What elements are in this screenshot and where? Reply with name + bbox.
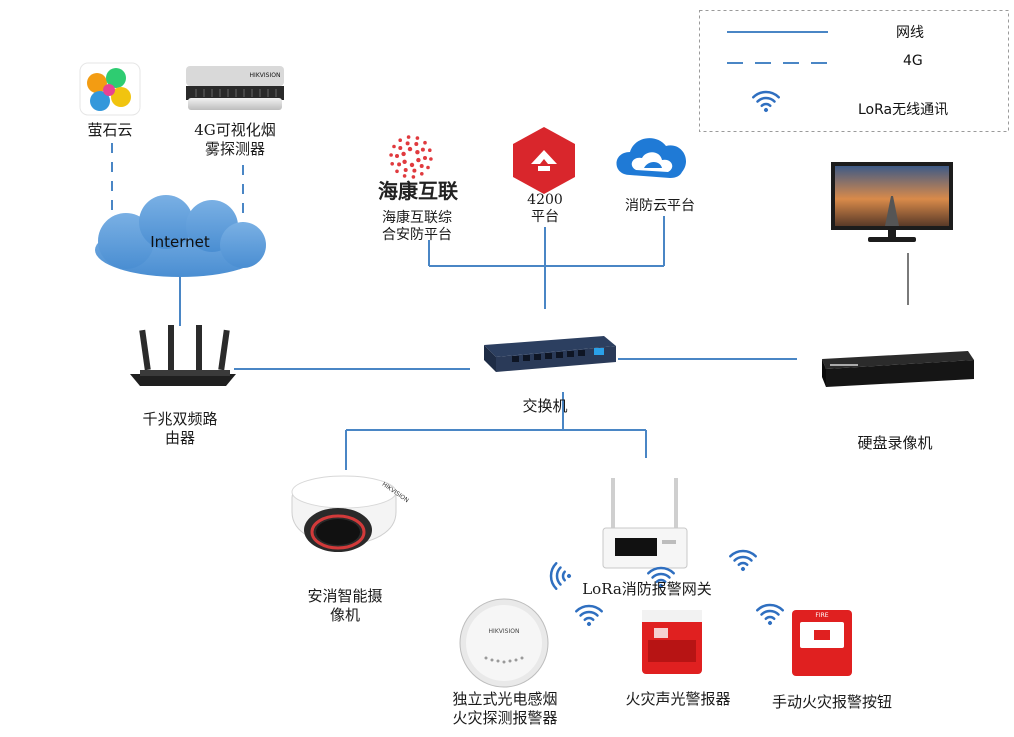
platform-4200-label-line1: 4200	[527, 192, 563, 208]
gateway-label: LoRa消防报警网关	[582, 580, 712, 598]
logo-dot	[419, 164, 424, 168]
sounder-label: 火灾声光警报器	[625, 690, 731, 708]
nvr-icon	[822, 351, 974, 387]
nvr-label: 硬盘录像机	[857, 434, 933, 452]
logo-dot	[415, 136, 420, 140]
hik-platform-label-line1: 海康互联综	[382, 210, 452, 226]
smoke-detector-label-line2: 火灾探测报警器	[452, 709, 558, 727]
smoke-detector-icon	[459, 598, 549, 688]
logo-dot	[426, 165, 430, 170]
logo-dot	[420, 147, 425, 152]
logo-dot	[395, 169, 399, 174]
camera-label-line2: 像机	[329, 606, 360, 624]
logo-dot	[405, 141, 410, 146]
platform-4200-label-line2: 平台	[531, 209, 559, 225]
logo-dot	[414, 142, 419, 146]
logo-dot	[423, 156, 427, 160]
legend-box	[699, 10, 1009, 132]
lora-wave-icon	[575, 604, 603, 626]
camera-label-line1: 安消智能摄	[307, 587, 383, 605]
logo-dot	[423, 140, 427, 145]
logo-dot	[389, 153, 393, 157]
smoke-4g-device-icon	[186, 66, 284, 110]
logo-dot	[409, 162, 415, 168]
smoke-4g-label-line2: 雾探测器	[204, 140, 265, 158]
legend-wired-label: 网线	[896, 25, 924, 41]
hik-platform-label-line2: 合安防平台	[382, 227, 452, 243]
lora-wave-icon	[756, 603, 784, 625]
logo-dot	[415, 150, 420, 155]
fire-cloud-logo-icon	[616, 138, 687, 178]
smoke-4g-label-line1: 4G可视化烟	[194, 121, 276, 139]
router-icon	[130, 325, 236, 386]
legend-lora-icon	[752, 90, 780, 112]
logo-dot	[398, 146, 403, 150]
hik-connect-logo-icon	[389, 135, 433, 179]
logo-dot	[390, 162, 395, 166]
logo-dot	[407, 146, 413, 152]
router-label-line2: 由器	[164, 429, 195, 447]
sounder-strobe-icon	[642, 610, 702, 674]
logo-dot	[392, 144, 396, 149]
call-point-label: 手动火灾报警按钮	[771, 693, 892, 711]
ezviz-icon	[79, 62, 141, 116]
legend-lora-label: LoRa无线通讯	[858, 102, 949, 118]
smoke-detector-label-line1: 独立式光电感烟	[452, 690, 558, 708]
logo-dot	[420, 172, 424, 176]
logo-dot	[429, 157, 433, 161]
logo-dot	[398, 138, 403, 142]
logo-dot	[395, 154, 399, 158]
logo-dot	[416, 157, 421, 163]
lora-wave-icon	[549, 562, 571, 590]
switch-label: 交换机	[522, 397, 568, 415]
monitor-icon	[831, 162, 953, 242]
logo-dot	[412, 168, 417, 173]
dome-camera-icon	[291, 475, 397, 552]
switch-icon	[484, 336, 616, 372]
router-label-line1: 千兆双频路	[142, 410, 218, 428]
smoke-4g-brand-mark: HIKVISION	[249, 72, 281, 79]
internet-cloud	[95, 195, 266, 277]
ezviz-label: 萤石云	[87, 121, 133, 139]
logo-dot	[402, 159, 407, 164]
logo-dot	[402, 174, 407, 178]
manual-call-point-icon	[792, 610, 852, 676]
fire-cloud-label: 消防云平台	[625, 198, 695, 214]
lora-wave-icon	[647, 566, 675, 588]
hik-logo-text: 海康互联	[378, 179, 458, 203]
logo-dot	[403, 168, 408, 172]
logo-dot	[397, 162, 402, 167]
logo-dot	[428, 148, 432, 152]
logo-dot	[406, 135, 411, 139]
lora-gateway-icon	[602, 478, 688, 569]
call-point-fire-tag: FIRE	[815, 612, 829, 619]
legend-4g-label: 4G	[903, 53, 923, 69]
logo-dot	[411, 175, 416, 179]
internet-label: Internet	[150, 233, 210, 251]
platform-4200-logo-icon	[513, 127, 575, 194]
connections	[111, 143, 909, 470]
logo-dot	[401, 151, 406, 157]
smoke-detector-brand-mark: HIKVISION	[488, 628, 520, 635]
lora-wave-icon	[729, 549, 757, 571]
